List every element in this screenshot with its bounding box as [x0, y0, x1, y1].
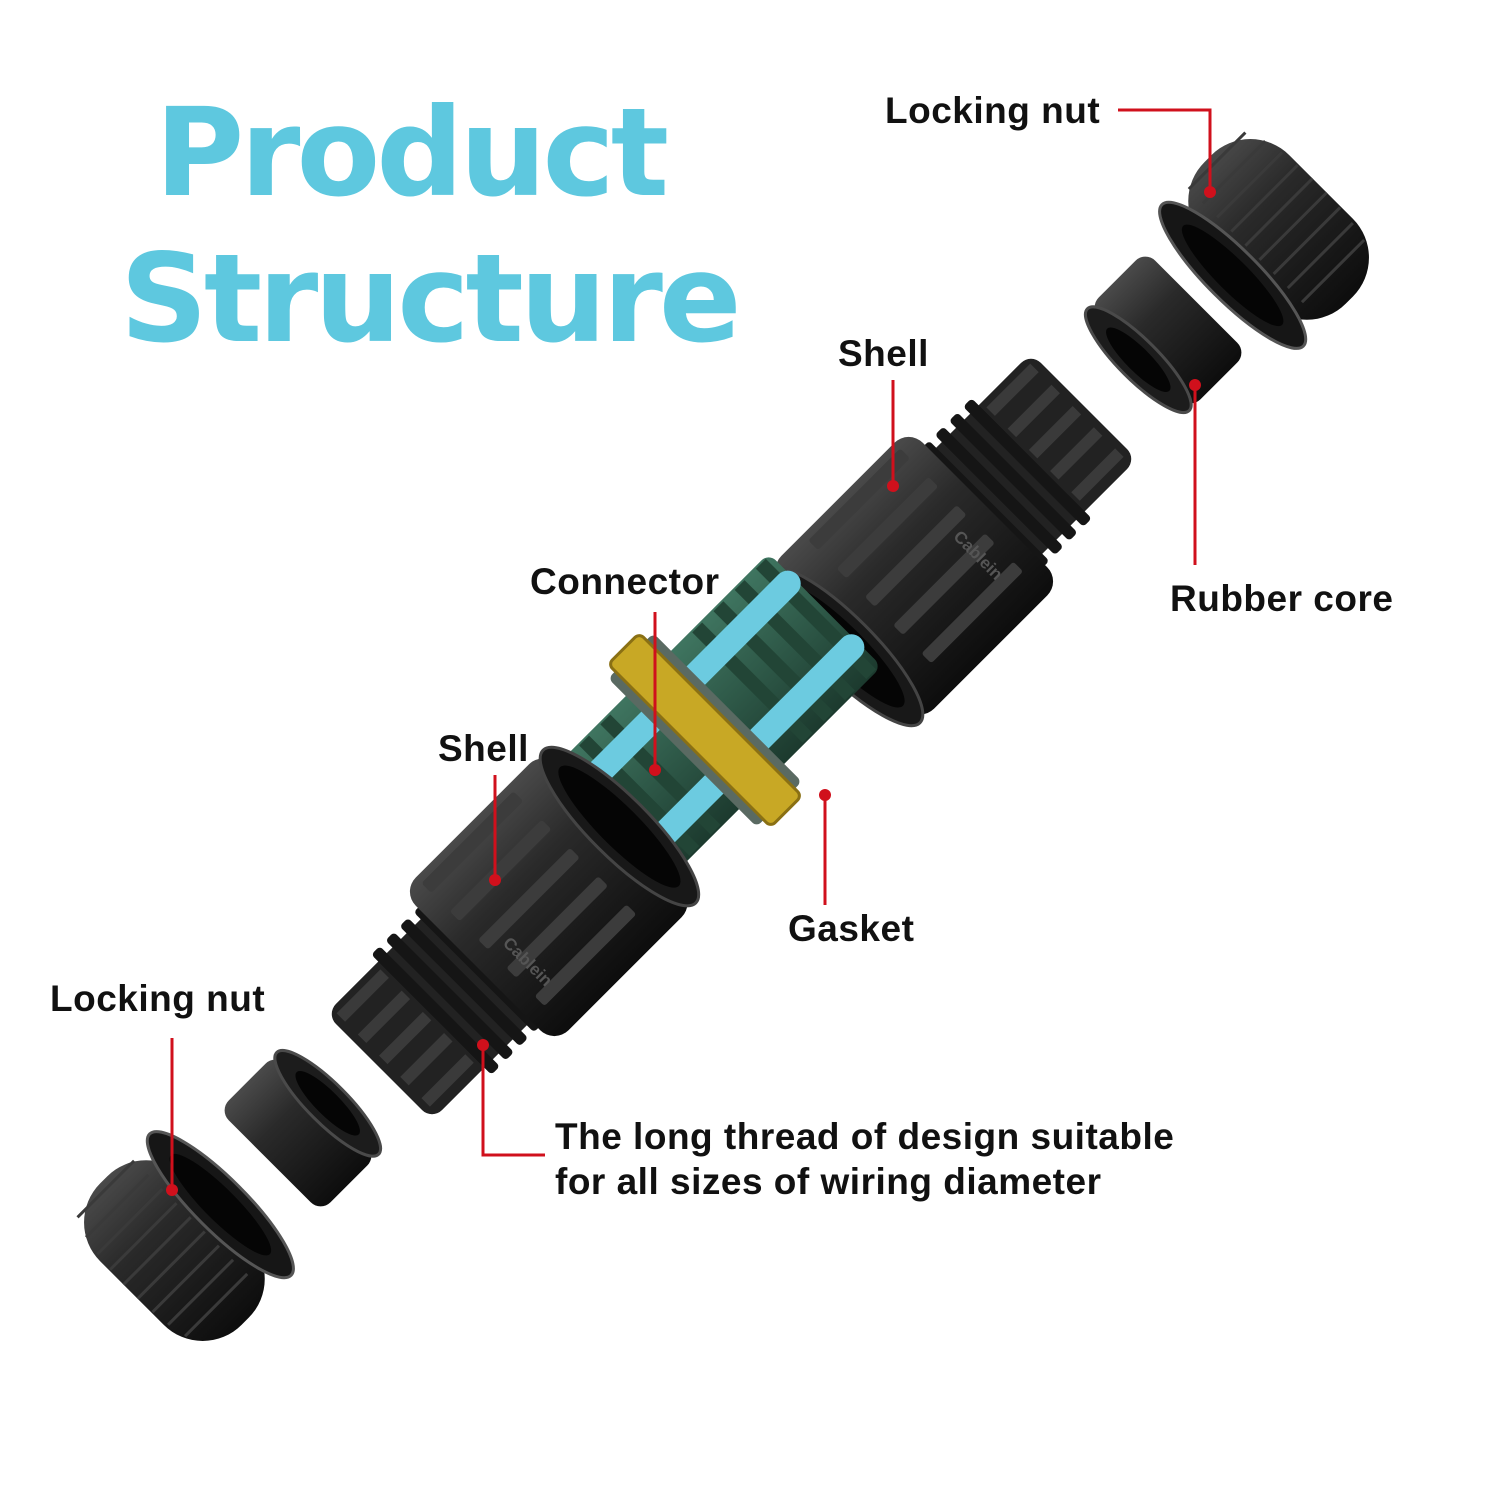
- label-thread-line-1: The long thread of design suitable: [555, 1116, 1175, 1157]
- label-rubber-core: Rubber core: [1170, 578, 1394, 619]
- locking-nut-bottom-part: [76, 1130, 295, 1341]
- rubber-core-top-part: [1083, 256, 1242, 415]
- title-line-2: Structure: [120, 228, 742, 370]
- rubber-core-bottom-part: [224, 1048, 383, 1207]
- label-thread-line-2: for all sizes of wiring diameter: [555, 1161, 1102, 1202]
- label-connector: Connector: [530, 561, 720, 602]
- label-shell-top: Shell: [838, 333, 929, 374]
- title-line-1: Product: [154, 82, 669, 224]
- leader-thread: [481, 1045, 545, 1157]
- label-shell-bottom: Shell: [438, 728, 529, 769]
- shell-bottom-part: Cablein: [331, 745, 701, 1115]
- locking-nut-top-part: [1158, 131, 1369, 350]
- leader-lines: [170, 108, 1212, 1190]
- leader-dots: [166, 186, 1216, 1196]
- label-locking-nut-bottom: Locking nut: [50, 978, 266, 1019]
- label-locking-nut-top: Locking nut: [885, 90, 1101, 131]
- leader-locking-nut-top: [1118, 108, 1212, 192]
- label-gasket: Gasket: [788, 908, 915, 949]
